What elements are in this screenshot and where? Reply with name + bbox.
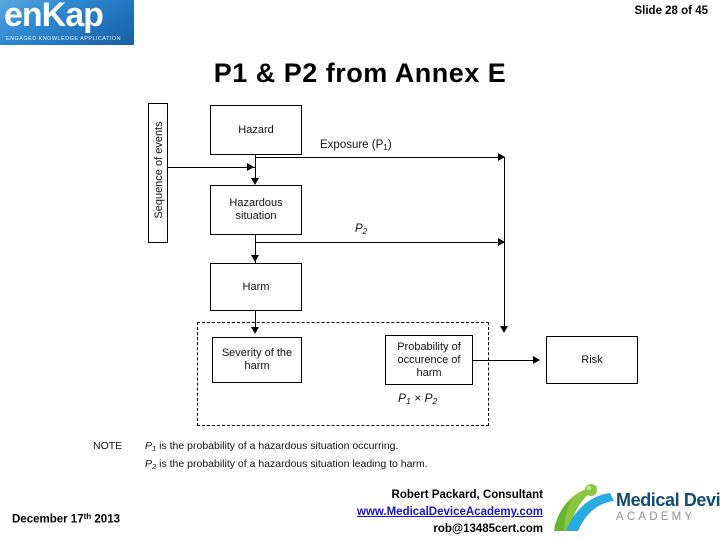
enkap-tagline: ENGAGED KNOWLEDGE APPLICATION: [6, 36, 122, 42]
arrowhead-p2-icon: [498, 238, 505, 246]
arrowhead-exposure-icon: [498, 153, 505, 161]
slide-counter: Slide 28 of 45: [634, 5, 708, 17]
mda-figure-icon: [554, 484, 614, 531]
box-probability-of-occurence: Probability of occurence of harm: [385, 335, 473, 385]
box-risk-label: Risk: [581, 353, 603, 366]
contact-website-link[interactable]: www.MedicalDeviceAcademy.com: [357, 506, 543, 518]
contact-block: Robert Packard, Consultant www.MedicalDe…: [357, 487, 543, 538]
enkap-logo: enKap ENGAGED KNOWLEDGE APPLICATION: [0, 0, 134, 45]
arrowhead-harm-icon: [251, 255, 259, 262]
note-line-1: P1 is the probability of a hazardous sit…: [145, 440, 399, 453]
label-exposure: Exposure (P1): [320, 139, 392, 153]
footer-date: December 17th 2013: [12, 512, 120, 526]
arrowhead-risk-icon: [533, 356, 540, 364]
note-row: P2 is the probability of a hazardous sit…: [93, 458, 428, 471]
connector-sequence-in: [168, 167, 256, 169]
connector-harm-down: [255, 311, 257, 330]
box-probability-of-occurence-label: Probability of occurence of harm: [397, 340, 461, 379]
mda-line-2: ACADEMY: [616, 511, 696, 523]
risk-flow-diagram: Sequence of events Hazard Hazardous situ…: [0, 95, 720, 445]
connector-hazard-down: [255, 155, 257, 169]
note-label: NOTE: [93, 440, 123, 452]
note-block: NOTE P1 is the probability of a hazardou…: [93, 440, 428, 476]
box-hazard: Hazard: [210, 105, 302, 155]
risk-grouping-dashed-box: [197, 322, 489, 426]
sequence-of-events-label: Sequence of events: [153, 121, 165, 219]
contact-email: rob@13485cert.com: [433, 523, 543, 535]
box-risk: Risk: [546, 336, 638, 384]
connector-exposure: [255, 157, 505, 159]
page-title: P1 & P2 from Annex E: [213, 58, 507, 88]
connector-hazsit-down: [255, 235, 257, 263]
arrowhead-hazardous-situation-icon: [251, 178, 259, 185]
connector-to-risk: [473, 360, 539, 362]
arrowhead-probability-icon: [500, 326, 508, 333]
connector-right-rail: [504, 157, 506, 328]
contact-name: Robert Packard, Consultant: [391, 489, 543, 501]
arrowhead-sequence-in-icon: [247, 163, 254, 171]
note-row: NOTE P1 is the probability of a hazardou…: [93, 440, 428, 453]
box-hazardous-situation-label: Hazardous situation: [229, 197, 283, 222]
mda-wordmark: Medical Device ACADEMY: [616, 490, 720, 524]
arrowhead-severity-icon: [251, 327, 259, 334]
enkap-wordmark: enKap: [4, 0, 104, 34]
box-harm-label: Harm: [242, 280, 270, 293]
box-severity-of-harm: Severity of the harm: [212, 337, 302, 383]
connector-to-hazardous-situation: [255, 167, 257, 179]
sequence-of-events-bar: Sequence of events: [148, 103, 168, 243]
box-hazard-label: Hazard: [238, 123, 274, 136]
label-p1-times-p2: P1 × P2: [398, 391, 438, 407]
medical-device-academy-logo: Medical Device ACADEMY: [552, 483, 720, 537]
label-p2: P2: [355, 223, 368, 237]
box-severity-of-harm-label: Severity of the harm: [221, 347, 293, 372]
note-line-2: P2 is the probability of a hazardous sit…: [145, 457, 428, 471]
box-harm: Harm: [210, 263, 302, 311]
box-hazardous-situation: Hazardous situation: [210, 185, 302, 235]
connector-p2: [255, 242, 505, 244]
mda-line-1: Medical Device: [616, 490, 720, 510]
